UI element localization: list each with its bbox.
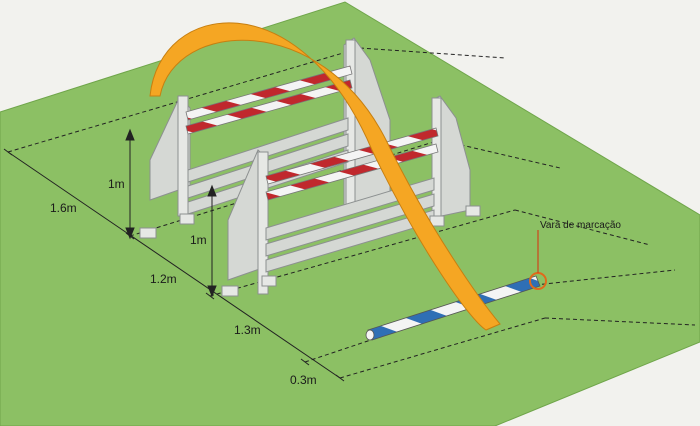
height-dimension-back [125, 128, 135, 240]
label-dist-total: 1.6m [50, 201, 77, 215]
label-height-back: 1m [108, 177, 125, 191]
label-dist-b: 1.3m [234, 323, 261, 337]
jump-arc [149, 22, 501, 331]
back-rail-lower [185, 79, 353, 135]
label-dist-a: 1.2m [150, 272, 177, 286]
label-height-front: 1m [190, 233, 207, 247]
front-fence [221, 95, 481, 297]
label-marker: Vara de marcação [540, 220, 621, 231]
height-dimension-front [207, 184, 217, 298]
label-dist-c: 0.3m [290, 373, 317, 387]
marker-pole [365, 275, 541, 341]
back-rail-upper [185, 65, 353, 121]
